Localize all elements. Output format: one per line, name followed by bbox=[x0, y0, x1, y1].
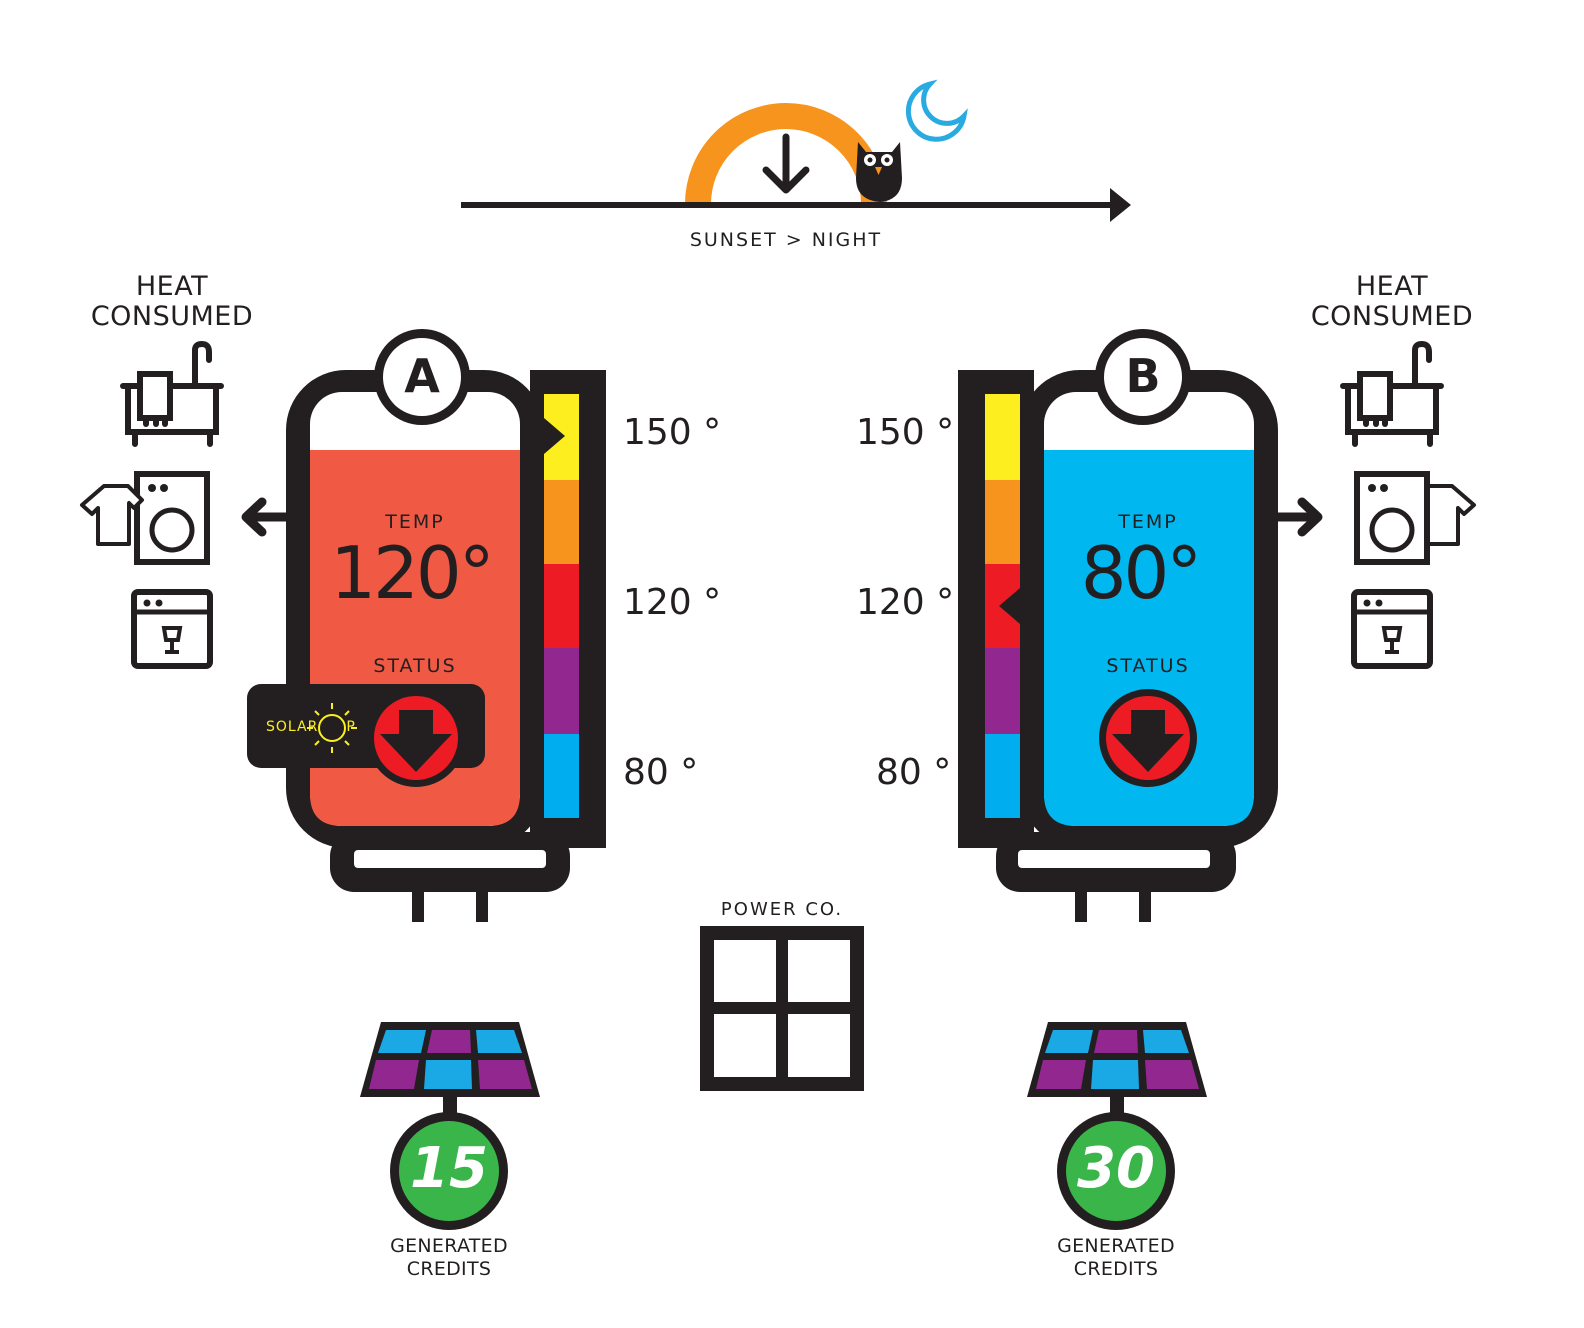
solarop-sun-icon bbox=[307, 703, 357, 753]
owl-icon bbox=[856, 142, 902, 208]
heater-a-temp-label: TEMP bbox=[385, 511, 445, 533]
moon-icon bbox=[905, 79, 968, 142]
scale-b-tick-80: 80 ° bbox=[876, 752, 952, 793]
credit-circle-a bbox=[390, 1112, 508, 1230]
water-heater-a bbox=[247, 329, 606, 922]
heat-consumed-left-text: HEAT CONSUMED bbox=[90, 271, 254, 332]
timeline-label: SUNSET > NIGHT bbox=[689, 229, 883, 251]
heat-consumed-right-text: HEAT CONSUMED bbox=[1310, 271, 1474, 332]
scale-b-tick-150: 150 ° bbox=[856, 412, 955, 453]
heater-b-label: B bbox=[1125, 349, 1161, 403]
washing-machine-icon bbox=[80, 471, 210, 565]
power-grid-icon bbox=[700, 926, 864, 1091]
washing-machine-icon bbox=[1354, 471, 1476, 565]
status-down-icon-a bbox=[367, 689, 465, 787]
heater-a-status-label: STATUS bbox=[373, 655, 457, 677]
timeline-arrowhead bbox=[1110, 188, 1131, 222]
scale-b-tick-120: 120 ° bbox=[856, 582, 955, 623]
credits-b-value: 30 bbox=[1077, 1136, 1155, 1201]
temp-indicator-a bbox=[544, 418, 565, 454]
scale-a-tick-80: 80 ° bbox=[623, 752, 699, 793]
scale-a-tick-150: 150 ° bbox=[623, 412, 722, 453]
water-heater-b bbox=[958, 329, 1278, 922]
solar-panel-icon-b bbox=[1027, 1022, 1207, 1115]
credits-b-label: GENERATED CREDITS bbox=[1057, 1235, 1175, 1280]
heater-a-label: A bbox=[404, 349, 440, 403]
dishwasher-icon bbox=[131, 589, 213, 669]
solarop-text-suffix: P bbox=[346, 719, 356, 735]
solarop-text-prefix: SOLAR bbox=[266, 719, 319, 735]
power-co-label: POWER CO. bbox=[720, 899, 844, 920]
solar-panel-icon-a bbox=[360, 1022, 540, 1115]
bathtub-icon bbox=[1340, 340, 1444, 447]
heater-b-status-label: STATUS bbox=[1106, 655, 1190, 677]
dishwasher-icon bbox=[1351, 589, 1433, 669]
timeline bbox=[461, 79, 1131, 222]
heat-consumed-right: HEAT CONSUMED bbox=[1292, 272, 1492, 332]
scale-a-tick-120: 120 ° bbox=[623, 582, 722, 623]
status-down-icon-b bbox=[1099, 689, 1197, 787]
heater-a-temp-value: 120° bbox=[330, 531, 494, 615]
credits-a-value: 15 bbox=[410, 1136, 488, 1201]
down-arrow-icon bbox=[762, 133, 810, 194]
solarop-text: SOLAR P bbox=[266, 719, 356, 735]
temp-scale-b bbox=[985, 394, 1020, 818]
heater-b-temp-label: TEMP bbox=[1118, 511, 1178, 533]
tank-b-fill bbox=[1044, 450, 1254, 826]
temp-indicator-b bbox=[999, 588, 1020, 624]
credits-a-label: GENERATED CREDITS bbox=[390, 1235, 508, 1280]
credit-circle-b bbox=[1057, 1112, 1175, 1230]
heat-consumed-left: HEAT CONSUMED bbox=[72, 272, 272, 332]
heater-b-temp-value: 80° bbox=[1080, 531, 1203, 615]
right-appliances bbox=[1263, 340, 1476, 669]
temp-scale-a bbox=[544, 394, 579, 818]
left-appliances bbox=[80, 340, 301, 669]
bathtub-icon bbox=[120, 340, 224, 447]
